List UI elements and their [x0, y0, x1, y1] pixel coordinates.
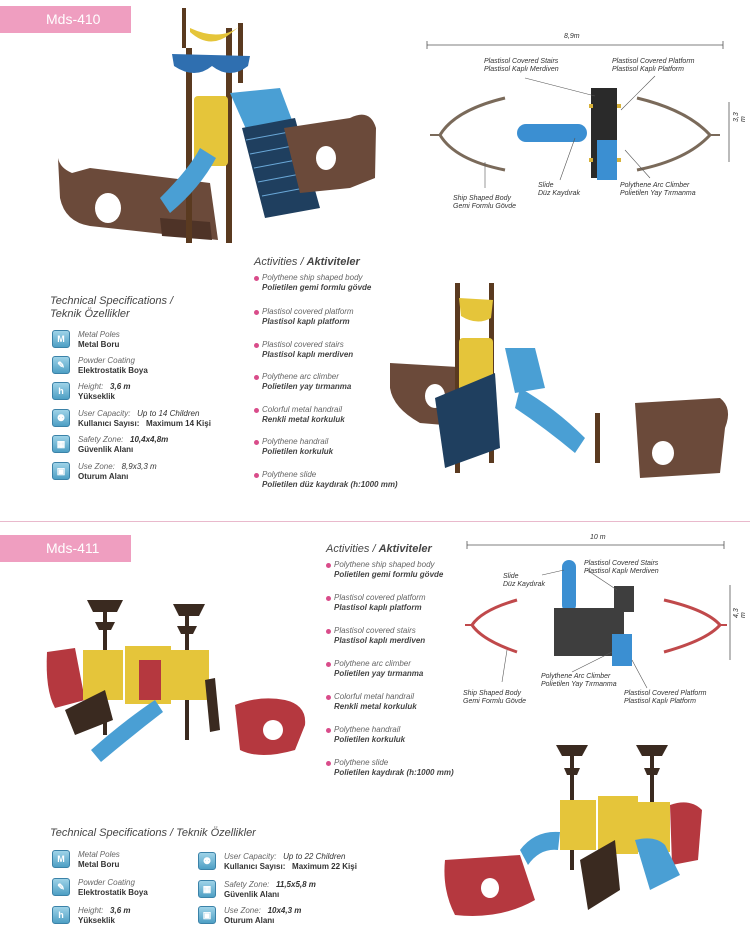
- spec-title-411: Technical Specifications / Teknik Özelli…: [50, 827, 256, 839]
- product-tag-mds-410: Mds-410: [0, 6, 131, 33]
- spec-use-zone: ▣ Use Zone: 8,9x3,3 m Oturum Alanı: [52, 462, 157, 482]
- plan-view-mds-411: [465, 541, 731, 689]
- activities-title-410: Activities / Aktiviteler: [254, 256, 360, 268]
- plan-width-dim: 10 m: [590, 534, 606, 541]
- spec-use-zone: ▣ Use Zone: 10x4,3 m Oturum Alanı: [198, 906, 301, 926]
- section-divider: [0, 521, 750, 522]
- spec-safety-zone: ▦ Safety Zone: 10,4x4,8m Güvenlik Alanı: [52, 435, 168, 455]
- safety-zone-icon: ▦: [52, 435, 70, 453]
- product-image-mds-410-alt: [390, 283, 729, 478]
- use-zone-icon: ▣: [52, 462, 70, 480]
- spec-user-capacity: ⚉ User Capacity: Up to 14 Children Kulla…: [52, 409, 211, 429]
- users-icon: ⚉: [198, 852, 216, 870]
- spec-height: h Height: 3,6 m Yükseklik: [52, 906, 131, 926]
- use-zone-icon: ▣: [198, 906, 216, 924]
- users-icon: ⚉: [52, 409, 70, 427]
- spray-paint-icon: ✎: [52, 356, 70, 374]
- product-image-mds-411-alt: [444, 745, 702, 916]
- spec-safety-zone: ▦ Safety Zone: 11,5x5,8 m Güvenlik Alanı: [198, 880, 316, 900]
- plan-height-dim: 4,3 m: [733, 608, 747, 618]
- spray-paint-icon: ✎: [52, 878, 70, 896]
- product-tag-mds-411: Mds-411: [0, 535, 131, 562]
- plan-view-mds-410: [426, 41, 730, 188]
- spec-title-410: Technical Specifications /Teknik Özellik…: [50, 295, 174, 320]
- spec-height: h Height: 3,6 m Yükseklik: [52, 382, 131, 402]
- product-image-mds-411-main: [46, 600, 306, 762]
- metal-poles-icon: M: [52, 850, 70, 868]
- spec-user-capacity: ⚉ User Capacity: Up to 22 Children Kulla…: [198, 852, 357, 872]
- plan-width-dim: 8,9m: [564, 33, 580, 40]
- height-icon: h: [52, 906, 70, 924]
- activities-title-411: Activities / Aktiviteler: [326, 543, 432, 555]
- product-image-mds-410-main: [58, 8, 376, 243]
- plan-height-dim: 3,3 m: [733, 112, 747, 122]
- metal-poles-icon: M: [52, 330, 70, 348]
- height-icon: h: [52, 382, 70, 400]
- safety-zone-icon: ▦: [198, 880, 216, 898]
